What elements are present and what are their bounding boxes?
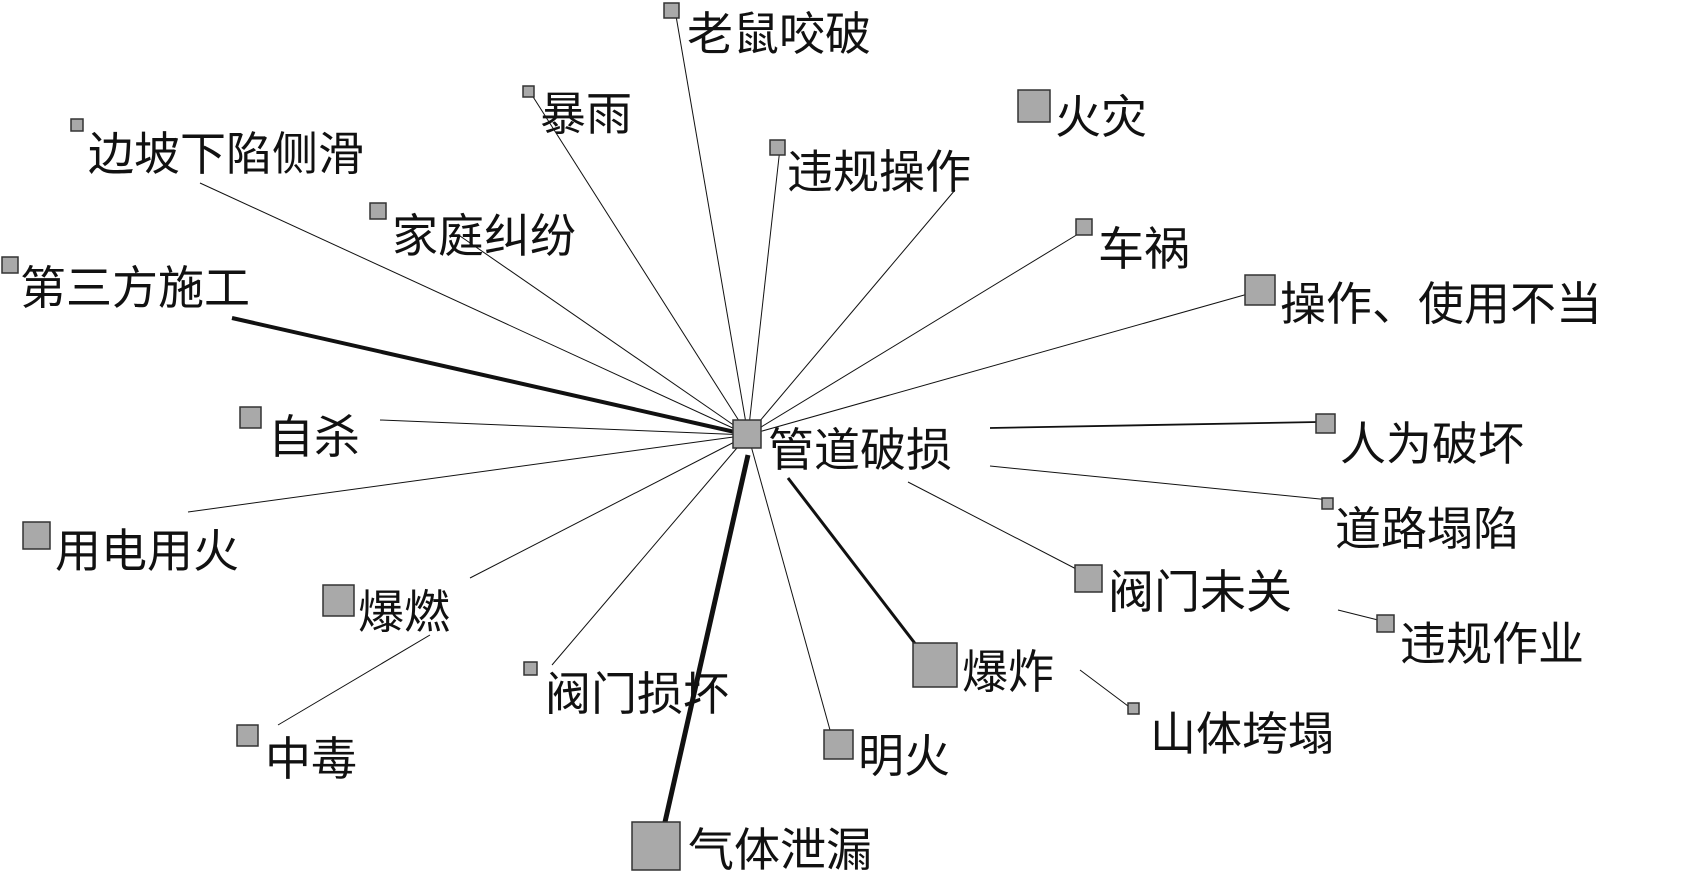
node-marker-n20 bbox=[236, 724, 259, 747]
edge-center-n12 bbox=[989, 465, 1331, 501]
node-label-n13: 用电用火 bbox=[55, 524, 239, 578]
node-label-n22: 气体泄漏 bbox=[688, 823, 872, 877]
edge-center-n10 bbox=[379, 419, 749, 436]
node-label-n7: 车祸 bbox=[1098, 222, 1190, 276]
node-label-n20: 中毒 bbox=[265, 732, 357, 786]
node-label-n2: 暴雨 bbox=[540, 87, 632, 141]
edge-center-n2 bbox=[529, 91, 749, 436]
edge-n14-n15 bbox=[1337, 609, 1383, 622]
node-label-n11: 人为破坏 bbox=[1340, 417, 1524, 471]
node-marker-n21 bbox=[823, 729, 854, 760]
edge-center-n1 bbox=[674, 9, 749, 436]
node-label-n18: 爆炸 bbox=[962, 645, 1054, 699]
node-marker-n10 bbox=[239, 406, 262, 429]
node-label-n5: 违规操作 bbox=[787, 145, 971, 199]
node-label-n16: 爆燃 bbox=[358, 585, 450, 639]
edge-center-n16 bbox=[469, 434, 749, 579]
node-marker-n14 bbox=[1074, 564, 1103, 593]
edge-center-n4 bbox=[199, 182, 749, 436]
edge-center-n22 bbox=[662, 454, 751, 823]
node-marker-n19 bbox=[1127, 702, 1140, 715]
node-marker-n11 bbox=[1315, 413, 1336, 434]
edge-center-n7 bbox=[747, 227, 1089, 436]
edge-center-n17 bbox=[551, 434, 749, 666]
edge-center-n6 bbox=[459, 235, 749, 436]
node-label-n17: 阀门损坏 bbox=[545, 667, 729, 721]
edge-center-n11 bbox=[989, 421, 1319, 429]
node-markers bbox=[1, 2, 1395, 871]
node-label-n6: 家庭纠纷 bbox=[392, 209, 576, 263]
node-marker-n5 bbox=[769, 139, 786, 156]
node-marker-n12 bbox=[1321, 497, 1334, 510]
node-marker-n6 bbox=[369, 202, 387, 220]
edges bbox=[187, 9, 1383, 823]
edge-center-n21 bbox=[747, 434, 831, 731]
node-marker-n18 bbox=[912, 642, 958, 688]
node-label-n15: 违规作业 bbox=[1400, 617, 1584, 671]
node-marker-n7 bbox=[1075, 218, 1093, 236]
node-label-n1: 老鼠咬破 bbox=[687, 7, 871, 61]
node-label-n4: 边坡下陷侧滑 bbox=[88, 127, 364, 181]
node-marker-n22 bbox=[631, 821, 681, 871]
node-marker-n3 bbox=[1017, 89, 1051, 123]
node-label-n21: 明火 bbox=[858, 729, 950, 783]
node-labels: 管道破损 老鼠咬破 暴雨 火灾 边坡下陷侧滑 违规操作 家庭纠纷 车祸 第三方施… bbox=[20, 7, 1602, 877]
edge-center-n18 bbox=[786, 477, 922, 651]
node-marker-center bbox=[732, 419, 762, 449]
edge-center-n3 bbox=[747, 189, 956, 436]
node-label-n3: 火灾 bbox=[1055, 90, 1147, 144]
node-label-n8: 第三方施工 bbox=[20, 261, 250, 315]
node-marker-n15 bbox=[1376, 614, 1395, 633]
node-marker-n16 bbox=[322, 584, 355, 617]
edge-n18-n19 bbox=[1079, 669, 1133, 710]
node-marker-n17 bbox=[523, 661, 538, 676]
node-label-n14: 阀门未关 bbox=[1108, 565, 1292, 619]
edge-center-n14 bbox=[907, 481, 1083, 573]
node-label-center: 管道破损 bbox=[768, 423, 952, 477]
edge-n16-n20 bbox=[277, 634, 431, 726]
node-label-n12: 道路塌陷 bbox=[1335, 502, 1519, 556]
node-label-n9: 操作、使用不当 bbox=[1280, 277, 1602, 331]
node-marker-n2 bbox=[522, 85, 535, 98]
edge-center-n8 bbox=[231, 316, 749, 437]
node-marker-n1 bbox=[663, 2, 680, 19]
node-marker-n8 bbox=[1, 256, 19, 274]
node-marker-n9 bbox=[1244, 274, 1276, 306]
edge-center-n9 bbox=[747, 289, 1263, 436]
edge-center-n13 bbox=[187, 434, 749, 513]
node-marker-n13 bbox=[22, 521, 51, 550]
edge-center-n5 bbox=[747, 147, 781, 436]
node-marker-n4 bbox=[70, 118, 84, 132]
node-label-n19: 山体垮塌 bbox=[1150, 707, 1334, 761]
node-label-n10: 自杀 bbox=[268, 410, 360, 464]
